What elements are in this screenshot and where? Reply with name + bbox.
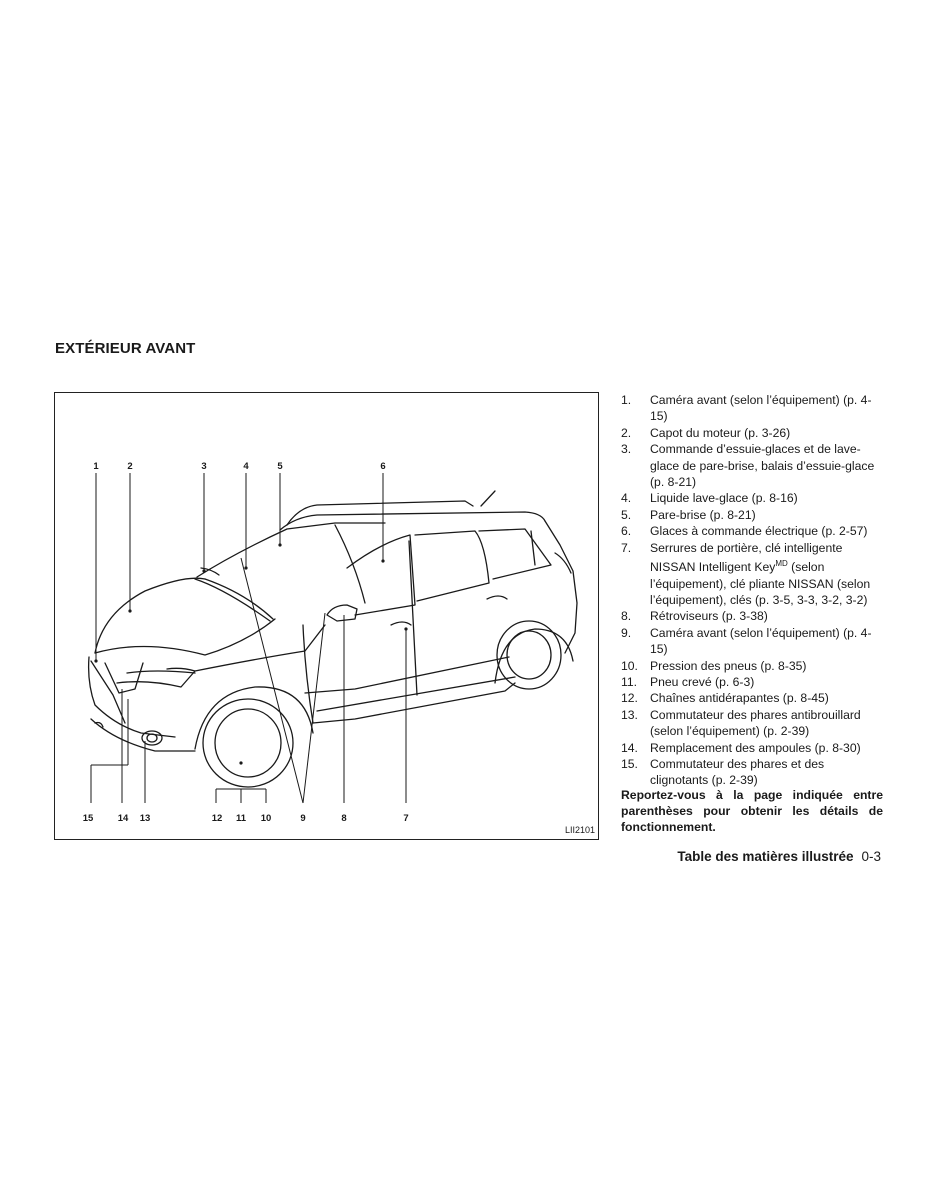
callout-6: 6 [380, 461, 385, 472]
legend-number: 1. [621, 393, 632, 407]
callout-14: 14 [118, 813, 129, 824]
legend-number: 8. [621, 609, 632, 624]
section-title: EXTÉRIEUR AVANT [55, 340, 196, 357]
callout-8: 8 [341, 813, 346, 824]
legend-item: 14. Remplacement des ampoules (p. 8-30) [621, 740, 883, 756]
legend-item: 2. Capot du moteur (p. 3-26) [621, 425, 883, 441]
legend-item: 1. Caméra avant (selon l’équipement) (p. … [621, 392, 883, 425]
page-number: 0-3 [861, 849, 881, 864]
legend-item: 8. Rétroviseurs (p. 3-38) [621, 608, 883, 624]
callout-13: 13 [140, 813, 151, 824]
legend-number: 9. [621, 625, 632, 640]
callout-12: 12 [212, 813, 223, 824]
legend-text: Commande d’essuie-glaces et de lave-glac… [650, 442, 875, 490]
legend-item: 13. Commutateur des phares antibrouillard… [621, 707, 883, 740]
legend-text: Commutateur des phares et des clignotant… [650, 757, 825, 788]
figure-id: LII2101 [565, 825, 595, 835]
callout-7: 7 [403, 813, 408, 824]
callout-4: 4 [243, 461, 249, 472]
callout-1: 1 [93, 461, 99, 472]
callout-2: 2 [127, 461, 132, 472]
legend-number: 5. [621, 507, 632, 522]
parts-legend: 1. Caméra avant (selon l’équipement) (p. … [621, 392, 883, 789]
callout-3: 3 [201, 461, 206, 472]
legend-text: Caméra avant (selon l’équipement) (p. 4-… [650, 393, 872, 424]
legend-text: Rétroviseurs (p. 3-38) [650, 609, 768, 624]
legend-number: 6. [621, 524, 632, 539]
legend-text: Capot du moteur (p. 3-26) [650, 425, 791, 440]
legend-text: Remplacement des ampoules (p. 8-30) [650, 740, 861, 755]
legend-number: 13. [621, 707, 638, 722]
legend-number: 12. [621, 691, 638, 706]
legend-text-part: (selon l’équipement), clé pliante NISSAN… [650, 560, 871, 607]
legend-number: 7. [621, 540, 632, 555]
footer-title: Table des matières illustrée [677, 849, 854, 864]
page-footer: Table des matières illustrée 0-3 [677, 849, 881, 864]
legend-item: 11. Pneu crevé (p. 6-3) [621, 674, 883, 690]
legend-item: 5. Pare-brise (p. 8-21) [621, 507, 883, 523]
legend-text: Glaces à commande électrique (p. 2-57) [650, 524, 868, 539]
legend-number: 3. [621, 442, 632, 457]
legend-item: 15. Commutateur des phares et des clignot… [621, 756, 883, 789]
callout-10: 10 [261, 813, 272, 824]
legend-number: 10. [621, 658, 638, 673]
car-drawing: 1 2 3 4 5 6 15 14 13 12 11 10 9 8 7 LII2… [83, 461, 595, 835]
legend-text: Caméra avant (selon l’équipement) (p. 4-… [650, 625, 872, 657]
vehicle-illustration: 1 2 3 4 5 6 15 14 13 12 11 10 9 8 7 LII2… [54, 392, 599, 840]
callout-9: 9 [300, 813, 305, 824]
legend-text: Pression des pneus (p. 8-35) [650, 658, 807, 673]
legend-text: Commutateur des phares antibrouillard (s… [650, 707, 861, 739]
legend-number: 15. [621, 757, 638, 771]
legend-text: Chaînes antidérapantes (p. 8-45) [650, 691, 829, 706]
legend-item: 9. Caméra avant (selon l’équipement) (p. … [621, 625, 883, 658]
trademark-superscript: MD [775, 559, 788, 569]
legend-item: 12. Chaînes antidérapantes (p. 8-45) [621, 690, 883, 706]
legend-item: 3. Commande d’essuie-glaces et de lave-gl… [621, 441, 883, 490]
legend-item: 10. Pression des pneus (p. 8-35) [621, 658, 883, 674]
legend-number: 14. [621, 740, 638, 755]
callout-5: 5 [277, 461, 283, 472]
legend-number: 11. [621, 674, 638, 689]
callout-15: 15 [83, 813, 94, 824]
legend-item: 6. Glaces à commande électrique (p. 2-57) [621, 523, 883, 539]
legend-text: Pneu crevé (p. 6-3) [650, 674, 755, 689]
callout-11: 11 [236, 813, 247, 824]
legend-text-part: Serrures de portière, clé intelligente N… [650, 540, 843, 575]
legend-text: Serrures de portière, clé intelligente N… [650, 540, 883, 609]
reference-note: Reportez-vous à la page indiquée entre p… [621, 788, 883, 834]
legend-item: 4. Liquide lave-glace (p. 8-16) [621, 490, 883, 506]
legend-text: Liquide lave-glace (p. 8-16) [650, 491, 798, 506]
legend-number: 4. [621, 491, 632, 506]
legend-number: 2. [621, 425, 632, 440]
legend-text: Pare-brise (p. 8-21) [650, 507, 756, 522]
legend-item: 7. Serrures de portière, clé intelligente… [621, 540, 883, 609]
